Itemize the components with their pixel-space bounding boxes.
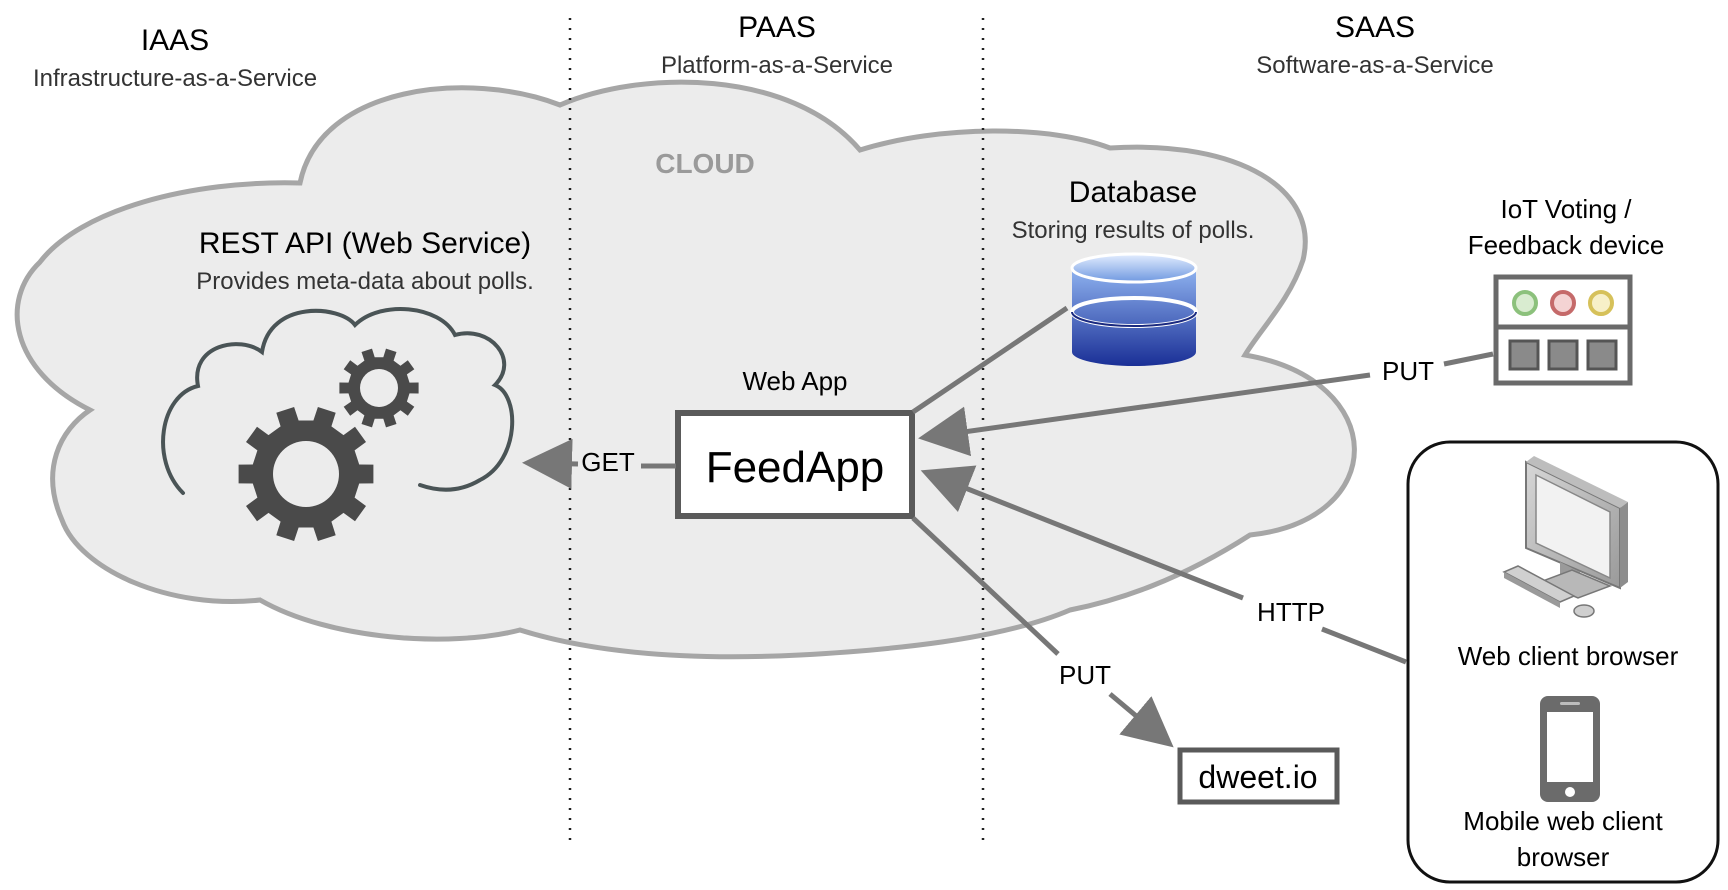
- web-service-cloud-icon: [161, 307, 515, 495]
- iot-title-line2: Feedback device: [1468, 230, 1665, 260]
- dweet-put-line-1: [911, 516, 1060, 656]
- dweet-label: dweet.io: [1198, 759, 1317, 795]
- dweet-box[interactable]: [1177, 747, 1340, 805]
- small-gear-icon: [339, 348, 419, 428]
- iot-button-2[interactable]: [1547, 339, 1579, 371]
- mouse-icon: [1573, 604, 1595, 618]
- http-label: HTTP: [1257, 597, 1325, 627]
- tier-paas-title: PAAS: [738, 11, 816, 44]
- iot-button-1[interactable]: [1508, 339, 1540, 371]
- tier-iaas-subtitle: Infrastructure-as-a-Service: [33, 65, 317, 92]
- http-line-2: [920, 465, 1244, 601]
- mobile-client-label-line2: browser: [1517, 842, 1610, 872]
- mobile-phone-icon: [1540, 696, 1600, 802]
- database-title: Database: [1069, 176, 1197, 209]
- dweet-put-label: PUT: [1059, 660, 1111, 690]
- database-subtitle: Storing results of polls.: [1012, 217, 1255, 244]
- tier-paas-subtitle: Platform-as-a-Service: [661, 52, 893, 79]
- iot-green-light-icon: [1512, 290, 1538, 316]
- iot-yellow-light-icon: [1588, 290, 1614, 316]
- iot-title-line1: IoT Voting /: [1500, 194, 1632, 224]
- large-gear-icon: [238, 407, 374, 541]
- get-arrow-line-2: [522, 438, 579, 489]
- webapp-database-line: [911, 305, 1069, 415]
- gear-large-hole: [273, 441, 339, 507]
- iot-button-3[interactable]: [1586, 339, 1618, 371]
- tier-iaas-title: IAAS: [141, 24, 209, 57]
- tier-saas-subtitle: Software-as-a-Service: [1256, 52, 1493, 79]
- get-label: GET: [581, 447, 635, 477]
- feedapp-label: FeedApp: [706, 443, 885, 492]
- database-icon: [1070, 252, 1198, 366]
- clients-container: [1406, 440, 1720, 884]
- iot-put-label: PUT: [1382, 356, 1434, 386]
- iot-device-icon: [1493, 274, 1633, 386]
- dweet-put-line-2: [1108, 692, 1174, 748]
- tier-saas-title: SAAS: [1335, 11, 1415, 44]
- web-client-label: Web client browser: [1458, 641, 1679, 671]
- feedapp-box[interactable]: [675, 410, 915, 519]
- http-line-1: [1321, 626, 1407, 665]
- webapp-caption: Web App: [742, 366, 847, 396]
- rest-api-subtitle: Provides meta-data about polls.: [196, 268, 534, 295]
- cloud-label: CLOUD: [655, 148, 755, 179]
- gear-small-hole: [360, 369, 398, 407]
- mobile-client-label-line1: Mobile web client: [1463, 806, 1663, 836]
- rest-api-title: REST API (Web Service): [199, 227, 531, 260]
- desktop-computer-icon: [1502, 456, 1628, 618]
- iot-put-line-1: [1443, 351, 1494, 367]
- iot-red-light-icon: [1550, 290, 1576, 316]
- iot-put-line-2: [918, 372, 1371, 457]
